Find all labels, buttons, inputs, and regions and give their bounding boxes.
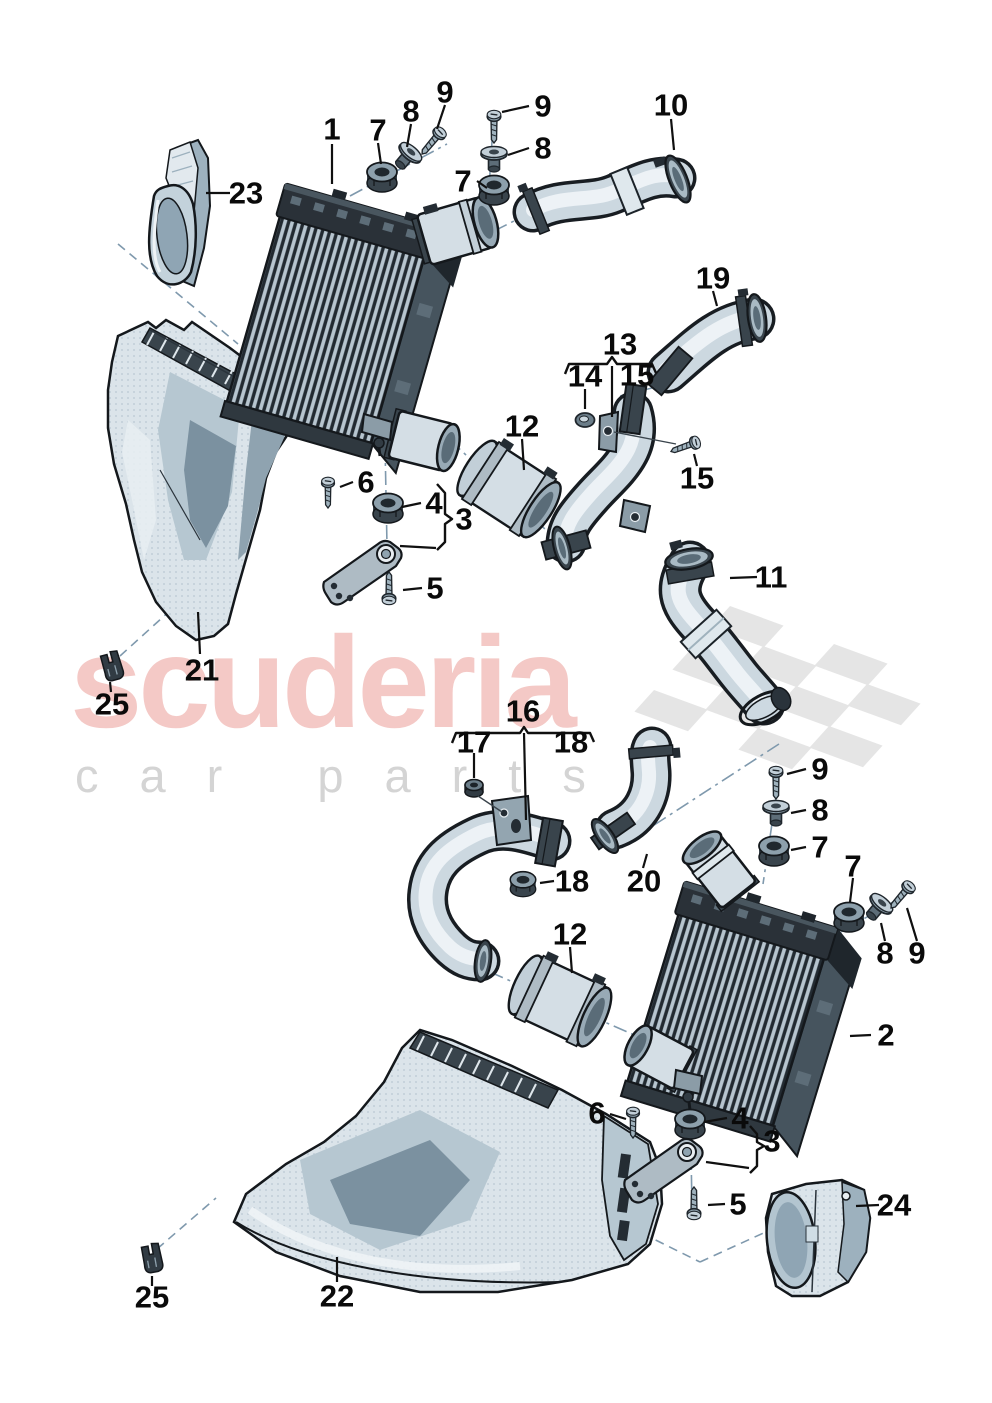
watermark-subtitle-text: car parts xyxy=(75,749,627,802)
callout-3a: 3 xyxy=(455,502,472,537)
charge-air-pipe-13 xyxy=(540,382,656,571)
screw-9-d xyxy=(885,877,919,914)
callout-5a: 5 xyxy=(426,571,443,606)
callout-11: 11 xyxy=(755,560,788,595)
screw-9-a xyxy=(416,123,450,160)
callout-1: 1 xyxy=(323,112,340,147)
callout-16: 16 xyxy=(506,694,540,729)
callout-24: 24 xyxy=(877,1188,912,1223)
callout-12a: 12 xyxy=(505,409,539,444)
callout-labels: 1 7 8 9 9 8 7 10 23 19 13 14 15 15 12 11… xyxy=(95,75,926,1315)
nut-17 xyxy=(464,778,484,798)
callout-8b: 8 xyxy=(534,131,551,166)
callout-7b: 7 xyxy=(454,164,471,199)
intercooler-2 xyxy=(619,830,862,1159)
grommet-7-d xyxy=(833,901,865,933)
air-guide-23 xyxy=(147,138,212,288)
charge-air-hose-20 xyxy=(589,726,681,855)
callout-9c: 9 xyxy=(811,752,828,787)
callout-7a: 7 xyxy=(369,113,386,148)
callout-6a: 6 xyxy=(357,465,374,500)
callout-21: 21 xyxy=(185,653,219,688)
intercooler-1-bottom-outlet xyxy=(383,407,461,473)
callout-3b: 3 xyxy=(763,1124,780,1159)
callout-13: 13 xyxy=(603,327,637,362)
callout-9b: 9 xyxy=(534,89,551,124)
callout-9a: 9 xyxy=(436,75,453,110)
screw-5-a xyxy=(381,571,397,606)
grommet-7-a xyxy=(366,161,398,193)
callout-25b: 25 xyxy=(135,1280,169,1315)
coupling-sleeve-12-lower xyxy=(500,942,623,1054)
callout-8c: 8 xyxy=(811,793,828,828)
callout-19: 19 xyxy=(696,261,730,296)
callout-7c: 7 xyxy=(811,830,828,865)
watermark-layer: scuderia car parts xyxy=(70,606,921,802)
air-guide-24 xyxy=(764,1178,872,1298)
grommet-7-b xyxy=(478,174,510,206)
air-duct-22 xyxy=(232,1028,664,1294)
bushing-8-c xyxy=(762,799,790,827)
callout-9d: 9 xyxy=(908,936,925,971)
callout-22: 22 xyxy=(320,1279,354,1314)
charge-air-hose-10 xyxy=(512,154,697,236)
callout-25a: 25 xyxy=(95,687,129,722)
callout-15b: 15 xyxy=(680,461,714,496)
watermark-brand-text: scuderia xyxy=(70,609,578,755)
washer-14 xyxy=(574,412,596,428)
callout-23: 23 xyxy=(229,176,263,211)
intercooler-2-inlet xyxy=(681,830,761,913)
callout-2: 2 xyxy=(877,1018,894,1053)
callout-5b: 5 xyxy=(729,1187,746,1222)
callout-12b: 12 xyxy=(553,917,587,952)
screw-15 xyxy=(668,434,703,459)
callout-14: 14 xyxy=(568,359,603,394)
callout-8d: 8 xyxy=(876,936,893,971)
screw-9-b xyxy=(486,109,502,144)
intercooler-1 xyxy=(219,182,500,475)
callout-4b: 4 xyxy=(731,1101,749,1136)
screw-9-c xyxy=(768,765,784,800)
callout-15a: 15 xyxy=(620,358,654,393)
charge-air-pipe-11 xyxy=(658,539,792,727)
bushing-8-b xyxy=(480,145,508,173)
screw-5-b xyxy=(686,1186,702,1221)
grommet-18 xyxy=(509,870,537,898)
callout-17: 17 xyxy=(457,725,491,760)
bushing-8-d xyxy=(858,889,897,928)
callout-7d: 7 xyxy=(844,849,861,884)
charge-air-hose-19 xyxy=(646,288,776,397)
grommet-4-a xyxy=(372,492,404,524)
callout-18b: 18 xyxy=(555,864,589,899)
charge-air-pipe-16 xyxy=(407,794,572,983)
grommet-7-c xyxy=(758,835,790,867)
grommet-4-b xyxy=(674,1108,706,1140)
screw-6-a xyxy=(320,476,336,509)
callout-18a: 18 xyxy=(554,725,588,760)
callout-8a: 8 xyxy=(402,94,419,129)
intercooler-1-top-outlet xyxy=(410,195,500,266)
callout-lines xyxy=(108,104,919,1286)
callout-6b: 6 xyxy=(588,1096,605,1131)
callout-4a: 4 xyxy=(425,486,443,521)
callout-10: 10 xyxy=(654,88,688,123)
callout-20: 20 xyxy=(627,864,661,899)
